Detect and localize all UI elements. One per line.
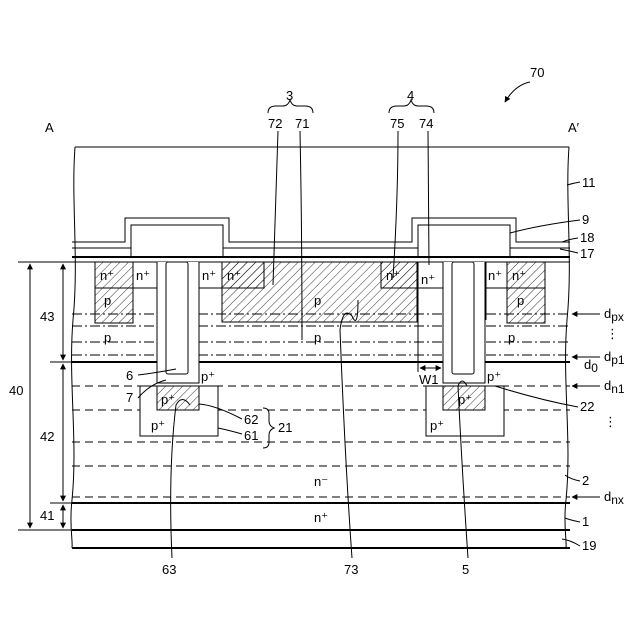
- label-5: 5: [462, 562, 469, 577]
- ellipsis-1: ⋮: [606, 326, 619, 341]
- left-break-line: [71, 147, 75, 548]
- leader-11: [567, 182, 580, 185]
- depth-dp1-label: dp1: [604, 349, 625, 367]
- label-2: 2: [582, 473, 589, 488]
- label-75: 75: [390, 116, 404, 131]
- region-n-plus-collector: n⁺: [314, 510, 328, 525]
- label-17: 17: [580, 246, 594, 261]
- label-7: 7: [126, 390, 133, 405]
- section-end-label: A′: [568, 120, 580, 135]
- label-43: 43: [40, 309, 54, 324]
- label-19: 19: [582, 538, 596, 553]
- label-3: 3: [286, 88, 293, 103]
- region-n-plus-4: n⁺: [227, 268, 241, 283]
- region-p-plus-2: p⁺: [487, 369, 501, 384]
- label-w1: W1: [419, 372, 439, 387]
- interlayer-insulator-right: [418, 225, 510, 257]
- label-1: 1: [582, 514, 589, 529]
- depth-dnx-label: dnx: [604, 489, 624, 507]
- trench-left-inner: [166, 262, 188, 374]
- leader-70-arrow: [505, 82, 530, 102]
- section-start-label: A: [45, 120, 54, 135]
- region-p-5: p: [314, 330, 321, 345]
- region-p-1: p: [104, 293, 111, 308]
- ellipsis-2: ⋮: [604, 414, 617, 429]
- label-4: 4: [407, 88, 414, 103]
- label-18: 18: [580, 230, 594, 245]
- label-61: 61: [244, 428, 258, 443]
- region-n-plus-3: n⁺: [202, 268, 216, 283]
- trench-right-inner: [452, 262, 474, 374]
- hatched-p-contact-right: [507, 288, 545, 323]
- region-p-4: p: [104, 330, 111, 345]
- leader-73: [340, 300, 358, 558]
- depth-dn1-label: dn1: [604, 378, 625, 396]
- right-break-line: [565, 147, 569, 548]
- device-number-label: 70: [530, 65, 544, 80]
- region-n-plus-5: n⁺: [386, 268, 400, 283]
- label-9: 9: [582, 212, 589, 227]
- region-n-plus-1: n⁺: [100, 268, 114, 283]
- region-p-3: p: [517, 293, 524, 308]
- leader-18: [562, 238, 578, 242]
- label-74: 74: [419, 116, 433, 131]
- label-40: 40: [9, 383, 23, 398]
- label-63: 63: [162, 562, 176, 577]
- region-n-minus: n⁻: [314, 474, 328, 489]
- leader-19: [562, 539, 580, 546]
- leader-22: [495, 386, 578, 407]
- label-42: 42: [40, 429, 54, 444]
- region-p-plus-5: p⁺: [458, 392, 472, 407]
- label-6: 6: [126, 368, 133, 383]
- leader-1: [565, 518, 580, 522]
- leader-9: [510, 220, 580, 233]
- hatched-p-contact-left: [95, 288, 133, 323]
- region-n-plus-7: n⁺: [488, 268, 502, 283]
- region-p-plus-4: p⁺: [151, 418, 165, 433]
- label-62: 62: [244, 412, 258, 427]
- depth-dpx-label: dpx: [604, 306, 624, 324]
- region-p-plus-1: p⁺: [201, 369, 215, 384]
- region-n-plus-6: n⁺: [421, 272, 435, 287]
- region-p-plus-6: p⁺: [430, 418, 444, 433]
- label-21: 21: [278, 420, 292, 435]
- interlayer-insulator-left: [131, 225, 223, 257]
- label-22: 22: [580, 399, 594, 414]
- region-n-plus-2: n⁺: [136, 268, 150, 283]
- label-73: 73: [344, 562, 358, 577]
- leader-61: [218, 428, 242, 434]
- region-p-6: p: [508, 330, 515, 345]
- label-71: 71: [295, 116, 309, 131]
- label-41: 41: [40, 508, 54, 523]
- region-p-2: p: [314, 293, 321, 308]
- depth-d0-label: d0: [584, 357, 598, 375]
- label-72: 72: [268, 116, 282, 131]
- region-p-plus-3: p⁺: [161, 392, 175, 407]
- region-n-plus-8: n⁺: [512, 268, 526, 283]
- leader-75: [393, 131, 398, 278]
- label-11: 11: [582, 175, 596, 190]
